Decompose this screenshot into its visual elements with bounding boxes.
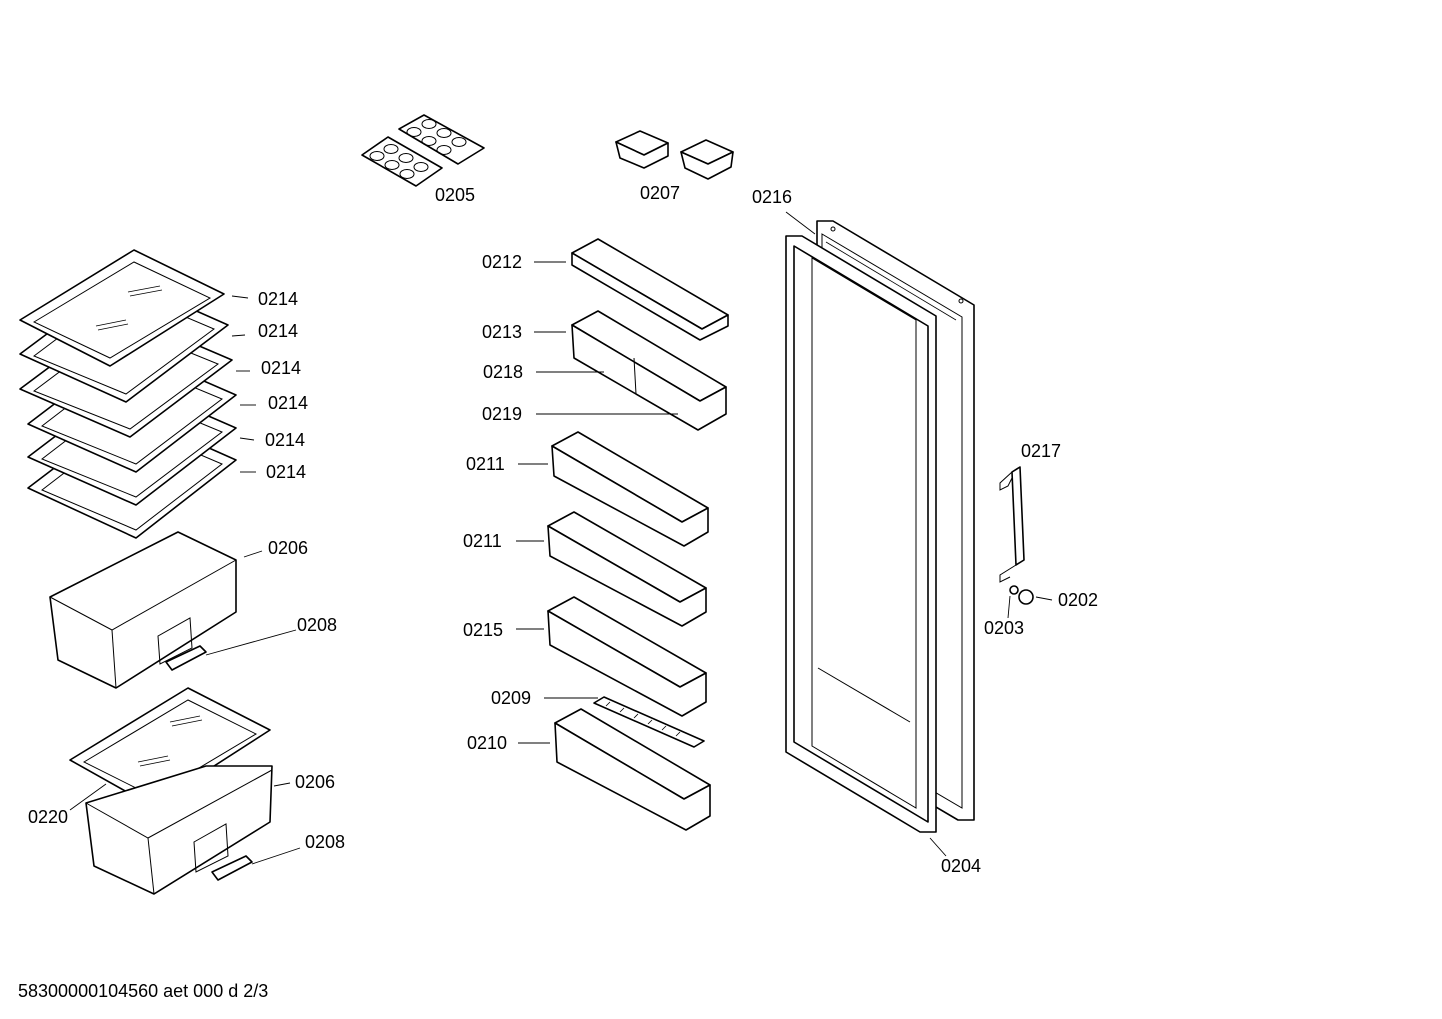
door-shelf-0212 — [571, 238, 729, 341]
door-shelf-0211-upper — [551, 431, 709, 547]
part-label-0208-upper: 0208 — [297, 615, 337, 635]
glass-shelf-stack — [19, 249, 237, 539]
part-label-0218: 0218 — [483, 362, 523, 382]
part-label-0215: 0215 — [463, 620, 503, 640]
part-label-0209: 0209 — [491, 688, 531, 708]
part-label-0212: 0212 — [482, 252, 522, 272]
part-label-0213: 0213 — [482, 322, 522, 342]
leader-lines — [69, 211, 1053, 865]
crisper-drawer-upper — [49, 531, 237, 689]
part-label-0208-lower: 0208 — [305, 832, 345, 852]
door-panel-part — [785, 220, 975, 833]
part-label-0205: 0205 — [435, 185, 475, 205]
door-shelf-0213 — [571, 310, 727, 431]
part-label-0214-3: 0214 — [261, 358, 301, 378]
door-shelf-0211-lower — [547, 511, 707, 627]
part-label-0206-upper: 0206 — [268, 538, 308, 558]
part-label-0202: 0202 — [1058, 590, 1098, 610]
part-label-0219: 0219 — [482, 404, 522, 424]
part-label-0211-lower: 0211 — [463, 531, 502, 551]
part-label-0220: 0220 — [28, 807, 68, 827]
part-label-0216: 0216 — [752, 187, 792, 207]
part-label-0214-4: 0214 — [268, 393, 308, 413]
part-label-0214-6: 0214 — [266, 462, 306, 482]
part-labels: 0205 0207 0216 0212 0213 0218 0219 0211 … — [28, 183, 1098, 876]
door-handle-part — [999, 466, 1034, 605]
part-label-0211-upper: 0211 — [466, 454, 505, 474]
egg-tray-part — [361, 114, 485, 187]
part-label-0217: 0217 — [1021, 441, 1061, 461]
part-label-0210: 0210 — [467, 733, 507, 753]
door-shelf-0210 — [554, 708, 711, 831]
drawing-reference-footer: 58300000104560 aet 000 d 2/3 — [18, 981, 268, 1001]
part-label-0207: 0207 — [640, 183, 680, 203]
part-label-0214-5: 0214 — [265, 430, 305, 450]
retainer-0209 — [593, 696, 705, 748]
part-label-0203: 0203 — [984, 618, 1024, 638]
storage-cups-part — [615, 130, 734, 180]
part-label-0204: 0204 — [941, 856, 981, 876]
part-label-0214-1: 0214 — [258, 289, 298, 309]
part-label-0206-lower: 0206 — [295, 772, 335, 792]
crisper-drawer-lower — [69, 687, 273, 895]
part-label-0214-2: 0214 — [258, 321, 298, 341]
door-shelf-0215 — [547, 596, 707, 717]
